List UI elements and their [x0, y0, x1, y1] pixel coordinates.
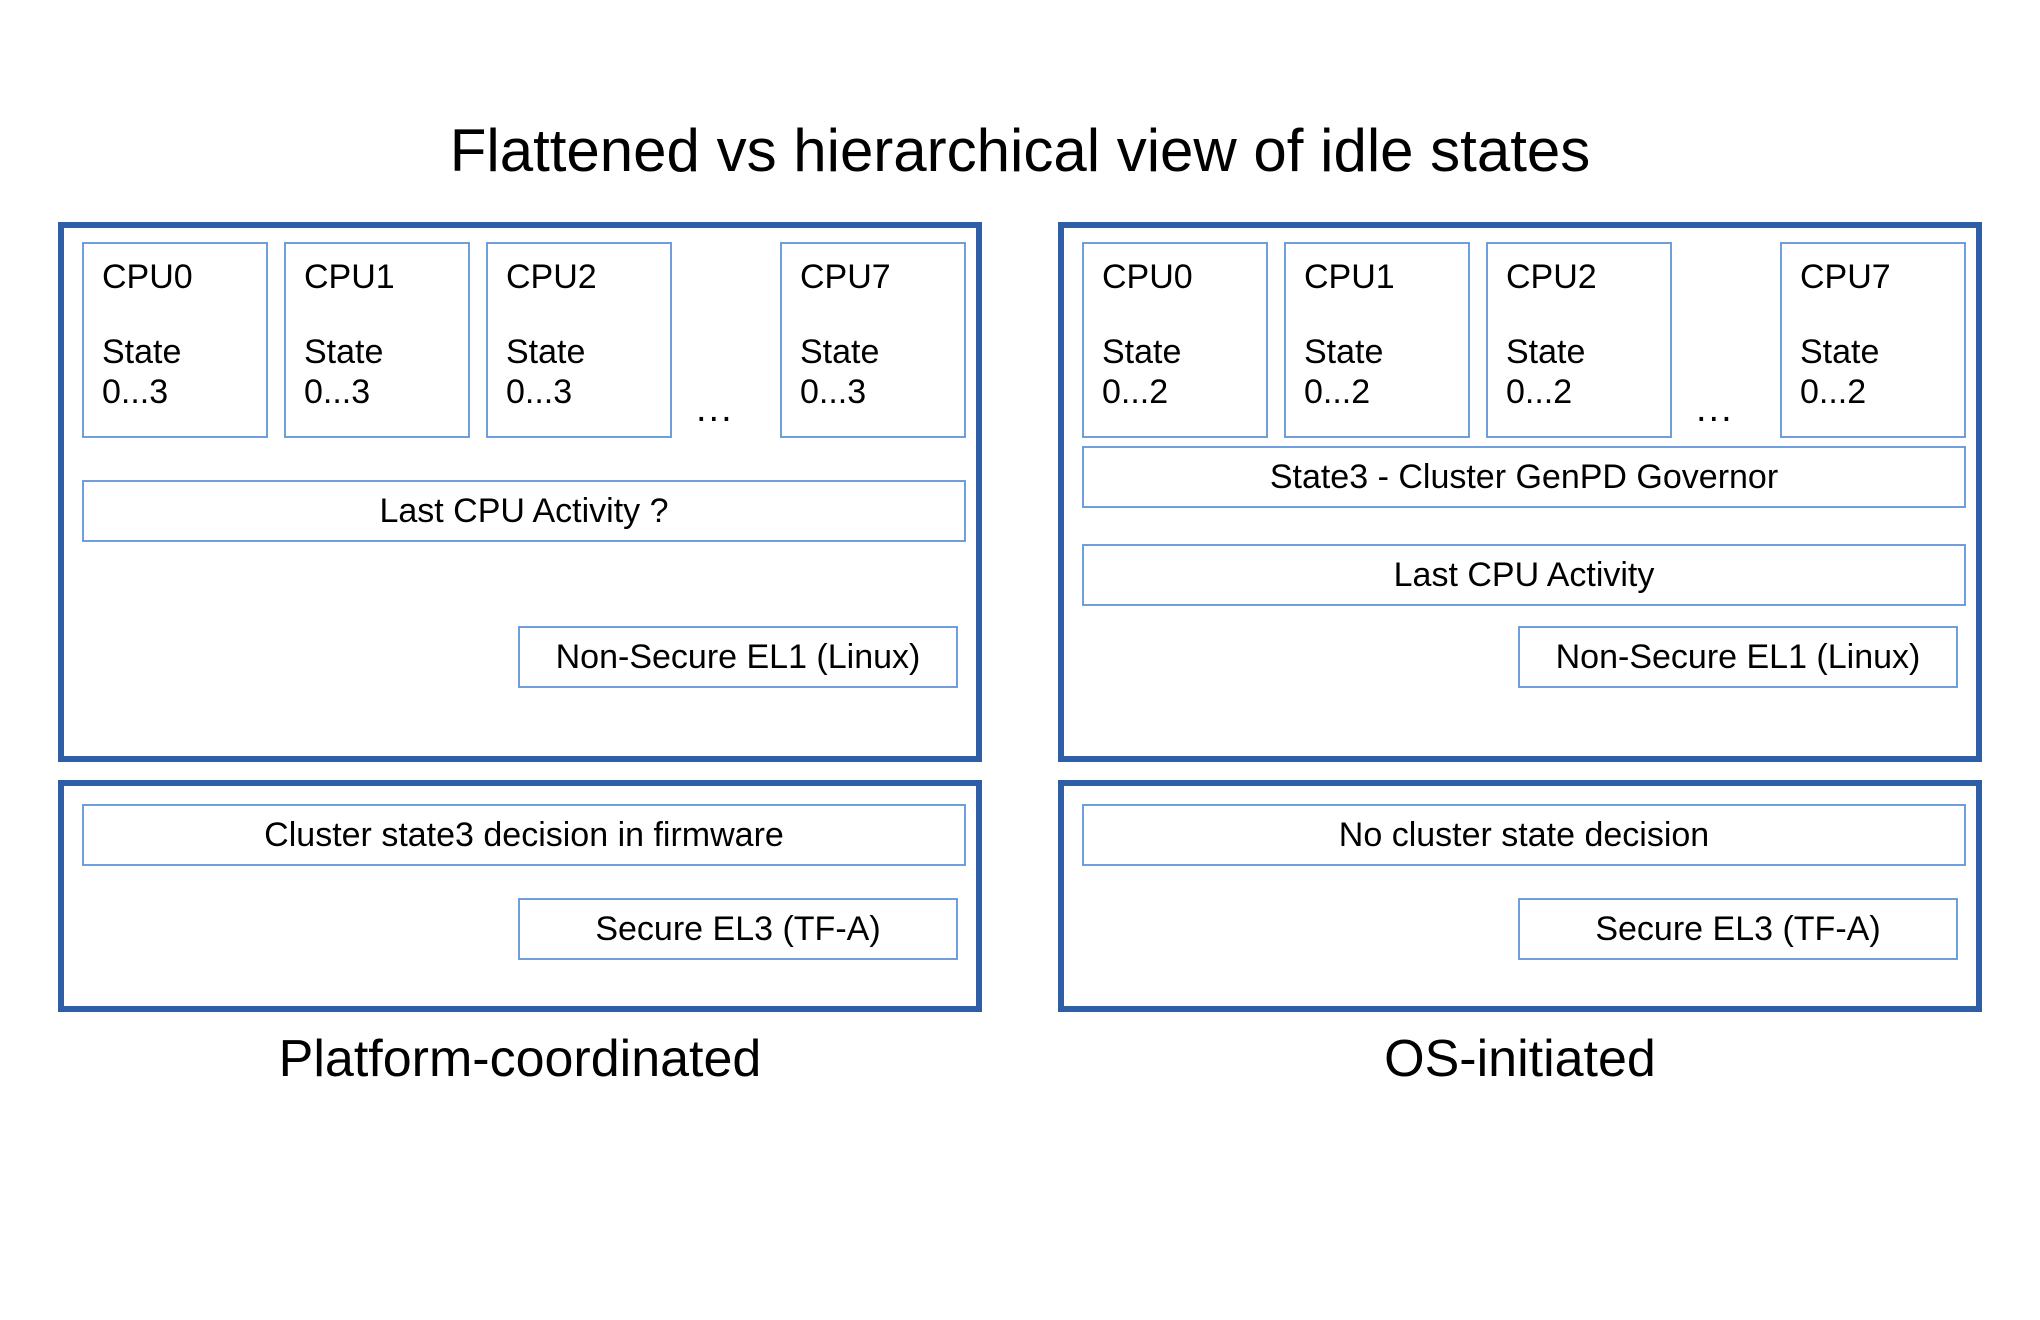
cpu-state-line1: State	[1102, 333, 1182, 371]
cpu-row-ellipsis: ...	[696, 388, 734, 430]
cpu-state-line2: 0...2	[1800, 373, 1867, 411]
os-panel-platform-coordinated: CPU0 State 0...3 CPU1 State 0...3 CPU2	[58, 222, 982, 762]
cpu-state-line2: 0...2	[1506, 373, 1573, 411]
cpu-label: CPU0	[1102, 258, 1193, 296]
cpu-box-cpu7: CPU7 State 0...3	[780, 242, 966, 438]
firmware-panel-platform-coordinated: Cluster state3 decision in firmware Secu…	[58, 780, 982, 1012]
cluster-genpd-governor-bar: State3 - Cluster GenPD Governor	[1082, 446, 1966, 508]
cpu-state-line2: 0...3	[506, 373, 573, 411]
cpu-state-line1: State	[1506, 333, 1586, 371]
cpu-state-label: State 0...3	[506, 332, 585, 412]
caption-os-initiated: OS-initiated	[1384, 1030, 1656, 1088]
cpu-box-cpu0: CPU0 State 0...3	[82, 242, 268, 438]
exception-level-badge-nonsecure-el1: Non-Secure EL1 (Linux)	[518, 626, 958, 688]
exception-level-badge-nonsecure-el1: Non-Secure EL1 (Linux)	[1518, 626, 1958, 688]
last-cpu-activity-bar: Last CPU Activity ?	[82, 480, 966, 542]
cpu-state-line2: 0...2	[1304, 373, 1371, 411]
cpu-state-line1: State	[1304, 333, 1384, 371]
cpu-state-label: State 0...3	[102, 332, 181, 412]
cpu-state-line1: State	[506, 333, 586, 371]
cpu-state-label: State 0...2	[1304, 332, 1383, 412]
cpu-state-line2: 0...3	[800, 373, 867, 411]
cpu-state-label: State 0...3	[304, 332, 383, 412]
cpu-label: CPU0	[102, 258, 193, 296]
cpu-label: CPU2	[1506, 258, 1597, 296]
diagram-column-os-initiated: CPU0 State 0...2 CPU1 State 0...2 CPU2	[1058, 222, 1982, 1012]
last-cpu-activity-bar: Last CPU Activity	[1082, 544, 1966, 606]
cpu-state-line2: 0...3	[304, 373, 371, 411]
cpu-label: CPU1	[304, 258, 395, 296]
cpu-state-label: State 0...2	[1800, 332, 1879, 412]
cpu-state-line1: State	[800, 333, 880, 371]
exception-level-badge-secure-el3: Secure EL3 (TF-A)	[1518, 898, 1958, 960]
cpu-state-line2: 0...3	[102, 373, 169, 411]
cpu-state-line1: State	[304, 333, 384, 371]
exception-level-badge-secure-el3: Secure EL3 (TF-A)	[518, 898, 958, 960]
firmware-decision-bar: Cluster state3 decision in firmware	[82, 804, 966, 866]
cpu-label: CPU7	[800, 258, 891, 296]
cpu-state-label: State 0...3	[800, 332, 879, 412]
cpu-state-label: State 0...2	[1102, 332, 1181, 412]
cpu-row-platform-coordinated: CPU0 State 0...3 CPU1 State 0...3 CPU2	[82, 242, 966, 438]
os-panel-os-initiated: CPU0 State 0...2 CPU1 State 0...2 CPU2	[1058, 222, 1982, 762]
cpu-box-cpu1: CPU1 State 0...3	[284, 242, 470, 438]
cpu-box-cpu1: CPU1 State 0...2	[1284, 242, 1470, 438]
cpu-box-cpu0: CPU0 State 0...2	[1082, 242, 1268, 438]
cpu-label: CPU7	[1800, 258, 1891, 296]
cpu-state-line1: State	[1800, 333, 1880, 371]
diagram-column-platform-coordinated: CPU0 State 0...3 CPU1 State 0...3 CPU2	[58, 222, 982, 1012]
firmware-panel-os-initiated: No cluster state decision Secure EL3 (TF…	[1058, 780, 1982, 1012]
cpu-box-cpu7: CPU7 State 0...2	[1780, 242, 1966, 438]
cpu-state-line1: State	[102, 333, 182, 371]
cpu-label: CPU2	[506, 258, 597, 296]
caption-platform-coordinated: Platform-coordinated	[278, 1030, 762, 1088]
cpu-box-cpu2: CPU2 State 0...2	[1486, 242, 1672, 438]
cpu-row-ellipsis: ...	[1696, 388, 1734, 430]
page-title: Flattened vs hierarchical view of idle s…	[449, 117, 1591, 184]
cpu-state-line2: 0...2	[1102, 373, 1169, 411]
cpu-row-os-initiated: CPU0 State 0...2 CPU1 State 0...2 CPU2	[1082, 242, 1966, 438]
cpu-box-cpu2: CPU2 State 0...3	[486, 242, 672, 438]
cpu-state-label: State 0...2	[1506, 332, 1585, 412]
firmware-decision-bar: No cluster state decision	[1082, 804, 1966, 866]
cpu-label: CPU1	[1304, 258, 1395, 296]
